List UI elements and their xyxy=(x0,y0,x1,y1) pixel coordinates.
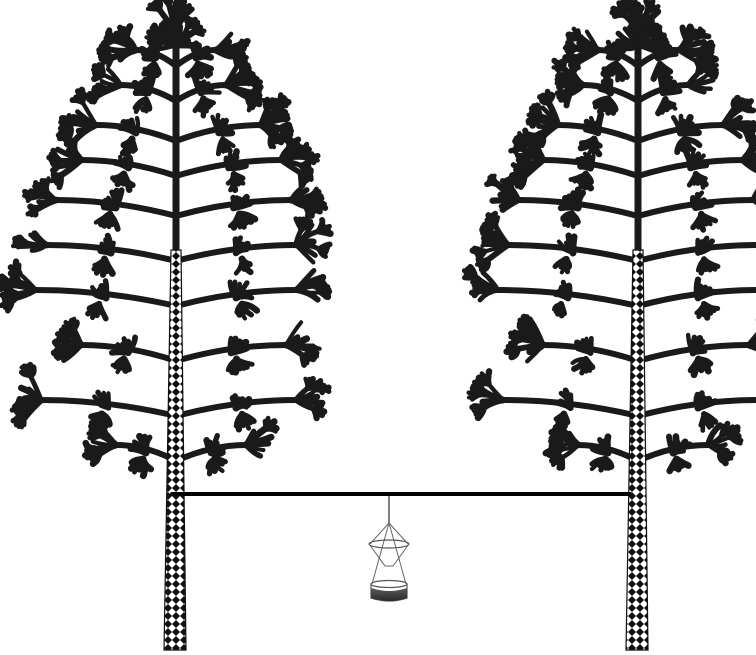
tree-trunk xyxy=(164,250,186,650)
foliage-finger xyxy=(67,129,71,138)
foliage-finger xyxy=(578,31,581,38)
foliage-finger xyxy=(720,453,722,461)
foliage-finger xyxy=(562,423,563,430)
trap-liquid xyxy=(371,588,407,601)
foliage-finger xyxy=(319,231,331,234)
foliage-finger xyxy=(176,45,199,46)
foliage-finger xyxy=(474,406,483,408)
foliage-finger xyxy=(488,371,489,383)
foliage-finger xyxy=(229,166,247,168)
foliage-finger xyxy=(160,3,161,10)
foliage-finger xyxy=(673,451,684,453)
foliage-finger xyxy=(194,32,202,35)
foliage-finger xyxy=(270,135,271,147)
foliage-finger xyxy=(136,118,138,133)
foliage-finger xyxy=(663,91,680,93)
foliage-finger xyxy=(82,95,84,102)
foliage-finger xyxy=(510,178,511,188)
foliage-finger xyxy=(537,106,539,116)
foliage-finger xyxy=(582,139,594,143)
foliage-finger xyxy=(696,205,712,208)
foliage-finger xyxy=(301,173,302,185)
foliage-finger xyxy=(236,406,247,408)
foliage-finger xyxy=(658,54,676,58)
foliage-finger xyxy=(132,459,143,463)
foliage-finger xyxy=(91,414,102,417)
foliage-finger xyxy=(113,174,124,178)
foliage-finger xyxy=(693,351,705,353)
foliage-finger xyxy=(172,24,174,31)
right-tree xyxy=(464,0,756,650)
foliage-finger xyxy=(129,158,131,168)
foliage-finger xyxy=(302,355,304,365)
foliage-finger xyxy=(211,453,223,454)
foliage-finger xyxy=(30,368,33,376)
foliage-finger xyxy=(494,176,497,184)
foliage-finger xyxy=(314,409,317,419)
foliage-finger xyxy=(236,249,246,253)
foliage-finger xyxy=(86,443,94,448)
foliage-finger xyxy=(102,65,103,75)
foliage-finger xyxy=(691,165,707,168)
foliage-finger xyxy=(568,286,569,298)
trap-funnel-rim xyxy=(369,540,409,548)
foliage-finger xyxy=(279,106,286,107)
foliage-finger xyxy=(525,130,527,141)
left-tree xyxy=(0,0,330,650)
foliage-finger xyxy=(236,297,252,298)
foliage-finger xyxy=(124,139,132,145)
trap-container-rim xyxy=(371,581,407,588)
foliage-finger xyxy=(743,108,753,111)
foliage-finger xyxy=(563,60,564,69)
foliage-finger xyxy=(249,98,251,110)
foliage-finger xyxy=(196,56,211,58)
foliage-finger xyxy=(106,281,107,298)
foliage-finger xyxy=(126,27,129,37)
foliage-finger xyxy=(307,207,309,216)
foliage-finger xyxy=(74,322,77,329)
foliage-finger xyxy=(573,237,574,253)
foliage-finger xyxy=(697,36,709,37)
foliage-finger xyxy=(104,424,106,432)
foliage-finger xyxy=(54,175,61,176)
foliage-finger xyxy=(598,115,601,133)
foliage-finger xyxy=(607,437,608,453)
tree-trunk xyxy=(626,250,648,650)
foliage-finger xyxy=(748,345,756,353)
foliage-finger xyxy=(236,259,242,273)
hanging-trap xyxy=(369,496,409,601)
foliage-finger xyxy=(201,92,220,93)
foliage-finger xyxy=(591,338,592,353)
foliage-finger xyxy=(31,207,39,208)
